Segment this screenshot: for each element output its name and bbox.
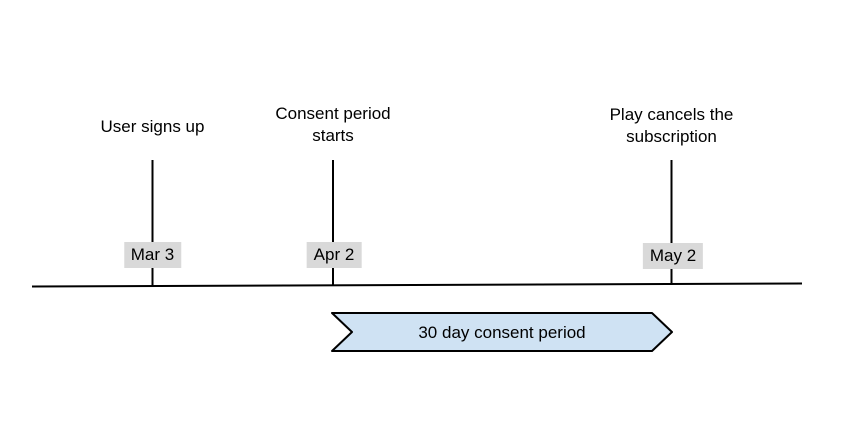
consent-period-ribbon-shape: [331, 312, 673, 352]
event-label-consent-period-starts: Consent period starts: [275, 104, 391, 145]
event-date-badge-mar3: Mar 3: [123, 242, 182, 268]
event-date-badge-apr2: Apr 2: [306, 242, 362, 268]
event-label-play-cancels-subscription: Play cancels the subscription: [609, 105, 734, 146]
consent-period-label: 30 day consent period: [418, 323, 586, 342]
event-label-user-signs-up: User signs up: [100, 117, 205, 136]
timeline-axis: [31, 282, 803, 288]
event-date-badge-may2: May 2: [642, 243, 704, 269]
